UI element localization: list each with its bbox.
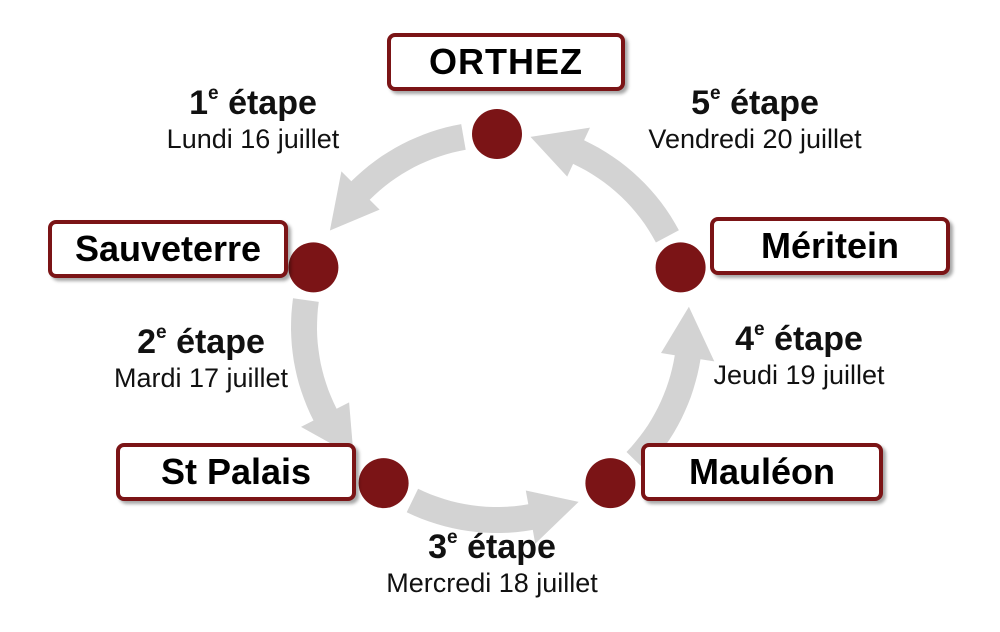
stage-label-3: 3e étape Mercredi 18 juillet bbox=[342, 528, 642, 600]
node-mauleon bbox=[585, 458, 636, 509]
arrow-stage-5 bbox=[530, 127, 679, 243]
town-label-meritein: Méritein bbox=[760, 225, 900, 266]
town-box-mauleon: Mauléon bbox=[641, 443, 883, 501]
town-box-st-palais: St Palais bbox=[116, 443, 356, 501]
stage-title-5: 5e étape bbox=[691, 83, 819, 122]
town-label-orthez: ORTHEZ bbox=[429, 41, 583, 82]
node-sauveterre bbox=[288, 242, 339, 293]
stage-title-2: 2e étape bbox=[137, 322, 265, 361]
town-label-st-palais: St Palais bbox=[160, 451, 312, 492]
arrow-stage-1 bbox=[329, 124, 466, 231]
stage-date-2: Mardi 17 juillet bbox=[113, 363, 289, 393]
town-label-sauveterre: Sauveterre bbox=[74, 228, 262, 269]
stage-label-4: 4e étape Jeudi 19 juillet bbox=[679, 320, 919, 392]
town-label-mauleon: Mauléon bbox=[688, 451, 835, 492]
town-box-sauveterre: Sauveterre bbox=[48, 220, 288, 278]
stage-date-5: Vendredi 20 juillet bbox=[648, 124, 862, 154]
arrow-stage-3 bbox=[406, 488, 579, 544]
arrows-group bbox=[291, 124, 715, 544]
town-box-orthez: ORTHEZ bbox=[387, 33, 625, 91]
stage-title-4: 4e étape bbox=[735, 319, 863, 358]
stage-date-4: Jeudi 19 juillet bbox=[713, 360, 885, 390]
stage-date-1: Lundi 16 juillet bbox=[166, 124, 340, 154]
stage-label-5: 5e étape Vendredi 20 juillet bbox=[605, 84, 905, 156]
town-box-meritein: Méritein bbox=[710, 217, 950, 275]
stage-label-2: 2e étape Mardi 17 juillet bbox=[81, 323, 321, 395]
node-meritein bbox=[655, 242, 706, 293]
arrow-stage-4 bbox=[626, 306, 715, 471]
arrow-stage-2 bbox=[291, 298, 354, 457]
node-st-palais bbox=[358, 458, 409, 509]
stage-date-3: Mercredi 18 juillet bbox=[386, 568, 598, 598]
stage-title-3: 3e étape bbox=[428, 527, 556, 566]
stage-title-1: 1e étape bbox=[189, 83, 317, 122]
node-orthez bbox=[472, 109, 522, 159]
nodes-group bbox=[288, 109, 706, 509]
stage-label-1: 1e étape Lundi 16 juillet bbox=[133, 84, 373, 156]
